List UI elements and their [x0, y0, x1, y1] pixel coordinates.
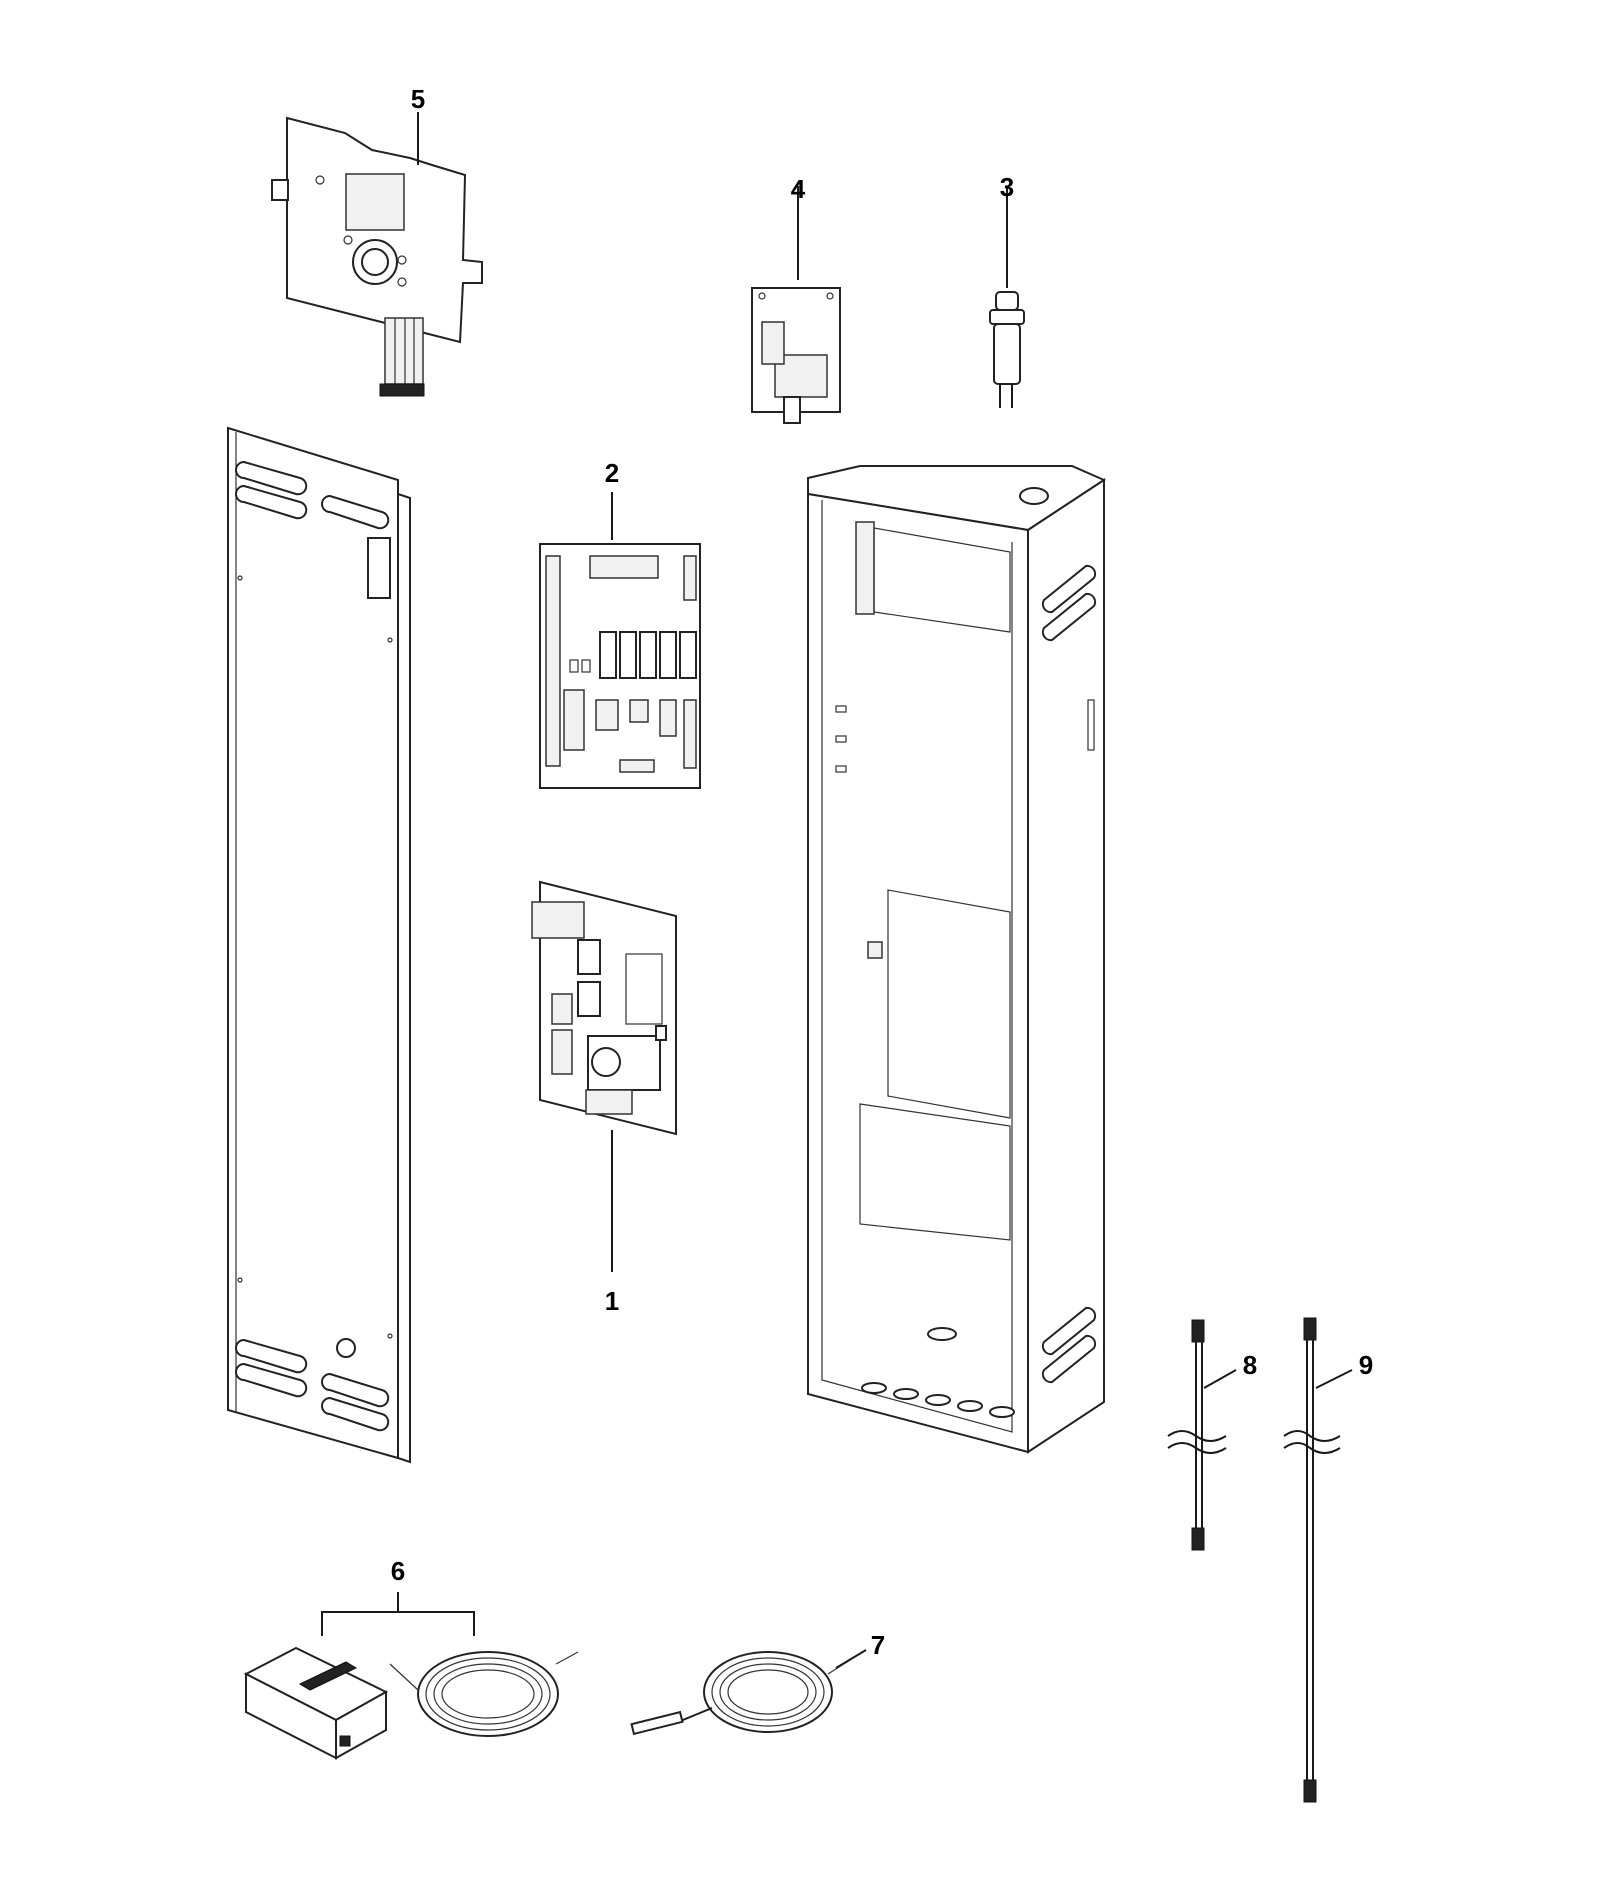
callout-8: 8: [1243, 1350, 1257, 1380]
callout-3: 3: [1000, 172, 1014, 202]
front-cover-panel: [227, 426, 411, 1464]
part-9-long-harness: [1283, 1317, 1353, 1803]
callout-7: 7: [871, 1630, 885, 1660]
panel-slot-group-bottom: [235, 1338, 390, 1432]
cabinet-enclosure: [807, 465, 1107, 1454]
cabinet-hole-row: [861, 1382, 1015, 1418]
callout-6: 6: [391, 1556, 405, 1586]
callout-5: 5: [411, 84, 425, 114]
part-5-display-board: [271, 112, 483, 397]
callout-9: 9: [1359, 1350, 1373, 1380]
callout-1: 1: [605, 1286, 619, 1316]
callout-2: 2: [605, 458, 619, 488]
panel-slot-group-top: [235, 460, 390, 530]
part-2-control-board: [539, 492, 701, 789]
part-1-power-board: [531, 880, 677, 1272]
callout-4: 4: [791, 174, 806, 204]
part-7-temperature-probe: [630, 1649, 867, 1736]
part-6-sensor-kit: [243, 1592, 579, 1760]
part-4-transformer: [751, 186, 841, 424]
cabinet-side-slots: [1041, 564, 1097, 1384]
part-3-push-button: [989, 186, 1025, 408]
part-8-short-harness: [1167, 1319, 1237, 1551]
